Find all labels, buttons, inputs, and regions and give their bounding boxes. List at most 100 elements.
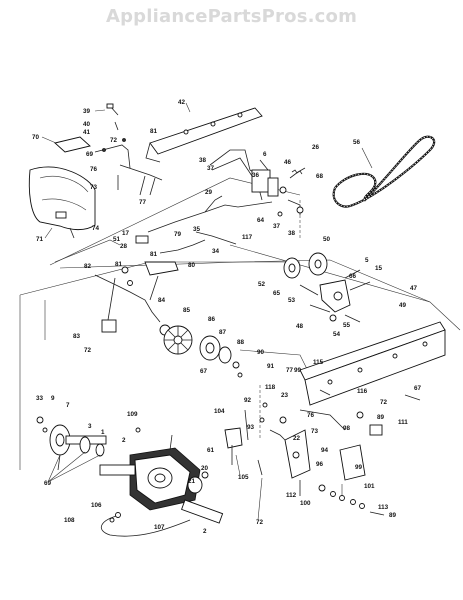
callout-79: 79 xyxy=(174,231,182,238)
axle-hub xyxy=(36,416,107,471)
callout-40: 40 xyxy=(83,121,91,128)
callout-50: 50 xyxy=(323,236,331,243)
callout-72c: 72 xyxy=(380,399,388,406)
callout-28: 28 xyxy=(120,243,128,250)
callout-67b: 67 xyxy=(414,385,422,392)
fan-pulley-assembly xyxy=(159,324,243,378)
callout-87: 87 xyxy=(219,329,227,336)
callout-76: 76 xyxy=(90,166,98,173)
callout-72: 72 xyxy=(110,137,118,144)
callout-93: 93 xyxy=(247,424,255,431)
callout-1: 1 xyxy=(101,429,105,436)
callout-67: 67 xyxy=(200,368,208,375)
callout-26: 26 xyxy=(312,144,320,151)
callout-6: 6 xyxy=(263,151,267,158)
callout-81b: 81 xyxy=(150,251,158,258)
idler-pulleys xyxy=(283,252,371,323)
callout-9: 9 xyxy=(51,395,55,402)
callout-90: 90 xyxy=(257,349,265,356)
callout-72d: 72 xyxy=(256,519,264,526)
callout-77: 77 xyxy=(139,199,147,206)
callout-5: 5 xyxy=(365,257,369,264)
callout-111: 111 xyxy=(398,419,408,426)
callout-65: 65 xyxy=(273,290,281,297)
callout-2b: 2 xyxy=(203,528,207,535)
callout-72b: 72 xyxy=(84,347,92,354)
watermark-text: AppliancePartsPros.com xyxy=(105,6,358,27)
callout-46: 46 xyxy=(284,159,292,166)
callout-84: 84 xyxy=(158,297,166,304)
callout-74: 74 xyxy=(92,225,100,232)
transaxle xyxy=(99,427,224,524)
callout-70: 70 xyxy=(32,134,40,141)
brake-linkage xyxy=(224,402,366,481)
callout-115: 115 xyxy=(313,359,324,366)
callout-34: 34 xyxy=(212,248,220,255)
callout-29: 29 xyxy=(205,189,213,196)
callout-88: 88 xyxy=(237,339,245,346)
callout-37: 37 xyxy=(207,165,215,172)
callout-21: 21 xyxy=(188,478,196,485)
callout-20: 20 xyxy=(201,465,209,472)
callout-81: 81 xyxy=(150,128,158,135)
right-frame-rail xyxy=(299,321,446,436)
callout-85: 85 xyxy=(183,307,191,314)
callout-68: 68 xyxy=(316,173,324,180)
callout-118: 118 xyxy=(265,384,276,391)
callout-35: 35 xyxy=(193,226,201,233)
callout-104: 104 xyxy=(214,408,225,415)
callout-76b: 76 xyxy=(307,412,315,419)
callout-69b: 69 xyxy=(44,480,52,487)
callout-105: 105 xyxy=(238,474,249,481)
callout-labels: 42 39 40 41 70 72 81 69 76 73 77 38 37 6… xyxy=(32,99,422,535)
callout-23: 23 xyxy=(281,392,289,399)
leader-lines xyxy=(41,102,373,521)
shift-linkage xyxy=(209,149,306,217)
callout-47: 47 xyxy=(410,285,418,292)
callout-49: 49 xyxy=(399,302,407,309)
callout-107: 107 xyxy=(154,524,165,531)
drive-belt xyxy=(332,135,436,208)
callout-73: 73 xyxy=(90,184,98,191)
hydraulic-hose xyxy=(100,512,191,537)
callout-81c: 81 xyxy=(115,261,123,268)
callout-101: 101 xyxy=(364,483,375,490)
callout-2: 2 xyxy=(122,437,126,444)
callout-94: 94 xyxy=(321,447,329,454)
callout-37b: 37 xyxy=(273,223,281,230)
fender-panel xyxy=(28,166,96,239)
callout-106: 106 xyxy=(91,502,102,509)
callout-61: 61 xyxy=(207,447,215,454)
callout-15: 15 xyxy=(375,265,383,272)
callout-69: 69 xyxy=(86,151,94,158)
callout-89: 89 xyxy=(377,414,385,421)
callout-117: 117 xyxy=(242,234,253,241)
callout-3: 3 xyxy=(88,423,92,430)
callout-109: 109 xyxy=(127,411,138,418)
callout-112: 112 xyxy=(286,492,297,499)
lower-right-hardware xyxy=(299,480,385,516)
callout-7: 7 xyxy=(66,402,70,409)
callout-64: 64 xyxy=(257,217,265,224)
callout-83: 83 xyxy=(73,333,81,340)
callout-33: 33 xyxy=(36,395,44,402)
callout-113: 113 xyxy=(378,504,389,511)
top-bracket-assembly xyxy=(54,103,263,196)
callout-56: 56 xyxy=(353,139,361,146)
callout-98: 98 xyxy=(343,425,351,432)
callout-86: 86 xyxy=(208,316,216,323)
callout-52: 52 xyxy=(258,281,266,288)
callout-41: 41 xyxy=(83,129,91,136)
callout-36: 36 xyxy=(252,172,260,179)
callout-39: 39 xyxy=(83,108,91,115)
callout-73b: 73 xyxy=(311,428,319,435)
callout-108: 108 xyxy=(64,517,75,524)
callout-54: 54 xyxy=(333,331,341,338)
callout-17: 17 xyxy=(122,230,130,237)
callout-92: 92 xyxy=(244,397,252,404)
callout-116: 116 xyxy=(357,388,368,395)
callout-82: 82 xyxy=(84,263,92,270)
clutch-arm xyxy=(94,261,179,333)
callout-66: 66 xyxy=(349,273,357,280)
callout-77b: 77 xyxy=(286,367,294,374)
